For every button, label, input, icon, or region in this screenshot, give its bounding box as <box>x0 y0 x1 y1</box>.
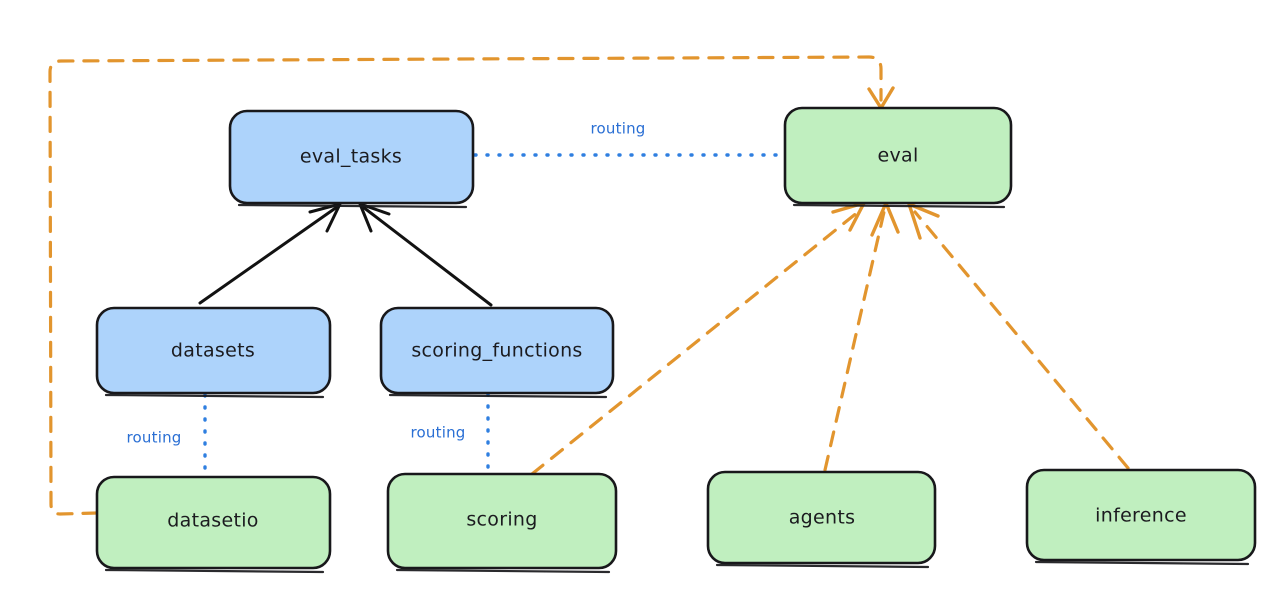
node-agents-shadow <box>715 563 930 569</box>
edge-path-inference-eval <box>913 210 1130 470</box>
node-scoring-label: scoring <box>466 509 537 531</box>
node-scoring_functions-label: scoring_functions <box>411 340 582 362</box>
edge-path-scoring_functions-eval_tasks <box>361 205 493 307</box>
node-eval_tasks-shadow <box>237 203 468 209</box>
node-datasetio-label: datasetio <box>167 510 258 532</box>
node-scoring-box <box>386 472 618 570</box>
node-inference[interactable]: inference <box>1025 468 1257 566</box>
node-datasetio-shadow <box>104 568 325 574</box>
node-inference-box <box>1025 468 1257 562</box>
node-scoring_functions-box <box>379 306 615 395</box>
node-eval-label: eval <box>877 145 918 167</box>
node-datasetio[interactable]: datasetio <box>95 475 332 574</box>
edge-path-scoring-eval <box>530 210 860 476</box>
node-agents-box <box>706 470 937 565</box>
node-datasets[interactable]: datasets <box>95 306 332 399</box>
node-agents-label: agents <box>789 507 856 529</box>
edge-path-agents-eval <box>823 210 886 472</box>
node-eval-shadow <box>792 203 1006 209</box>
node-datasets-shadow <box>104 393 325 399</box>
node-datasetio-box <box>95 475 332 570</box>
node-inference-shadow <box>1034 560 1250 566</box>
node-eval_tasks-box <box>228 109 475 205</box>
node-inference-label: inference <box>1095 505 1187 527</box>
node-datasets-label: datasets <box>171 340 255 362</box>
node-eval-box <box>783 106 1013 205</box>
node-eval[interactable]: eval <box>783 106 1013 209</box>
edge-label-routing-datasets-datasetio: routing <box>127 429 182 447</box>
node-scoring[interactable]: scoring <box>386 472 618 574</box>
edge-path-datasets-eval_tasks <box>198 205 339 305</box>
node-scoring-shadow <box>395 568 611 574</box>
node-eval_tasks-label: eval_tasks <box>300 146 402 168</box>
edge-label-routing-scoring_functions-scoring: routing <box>411 424 466 442</box>
node-datasets-box <box>95 306 332 395</box>
node-scoring_functions[interactable]: scoring_functions <box>379 306 615 399</box>
edge-label-routing-eval_tasks-eval: routing <box>591 120 646 138</box>
node-scoring_functions-shadow <box>388 393 608 399</box>
node-eval_tasks[interactable]: eval_tasks <box>228 109 475 209</box>
node-agents[interactable]: agents <box>706 470 937 569</box>
